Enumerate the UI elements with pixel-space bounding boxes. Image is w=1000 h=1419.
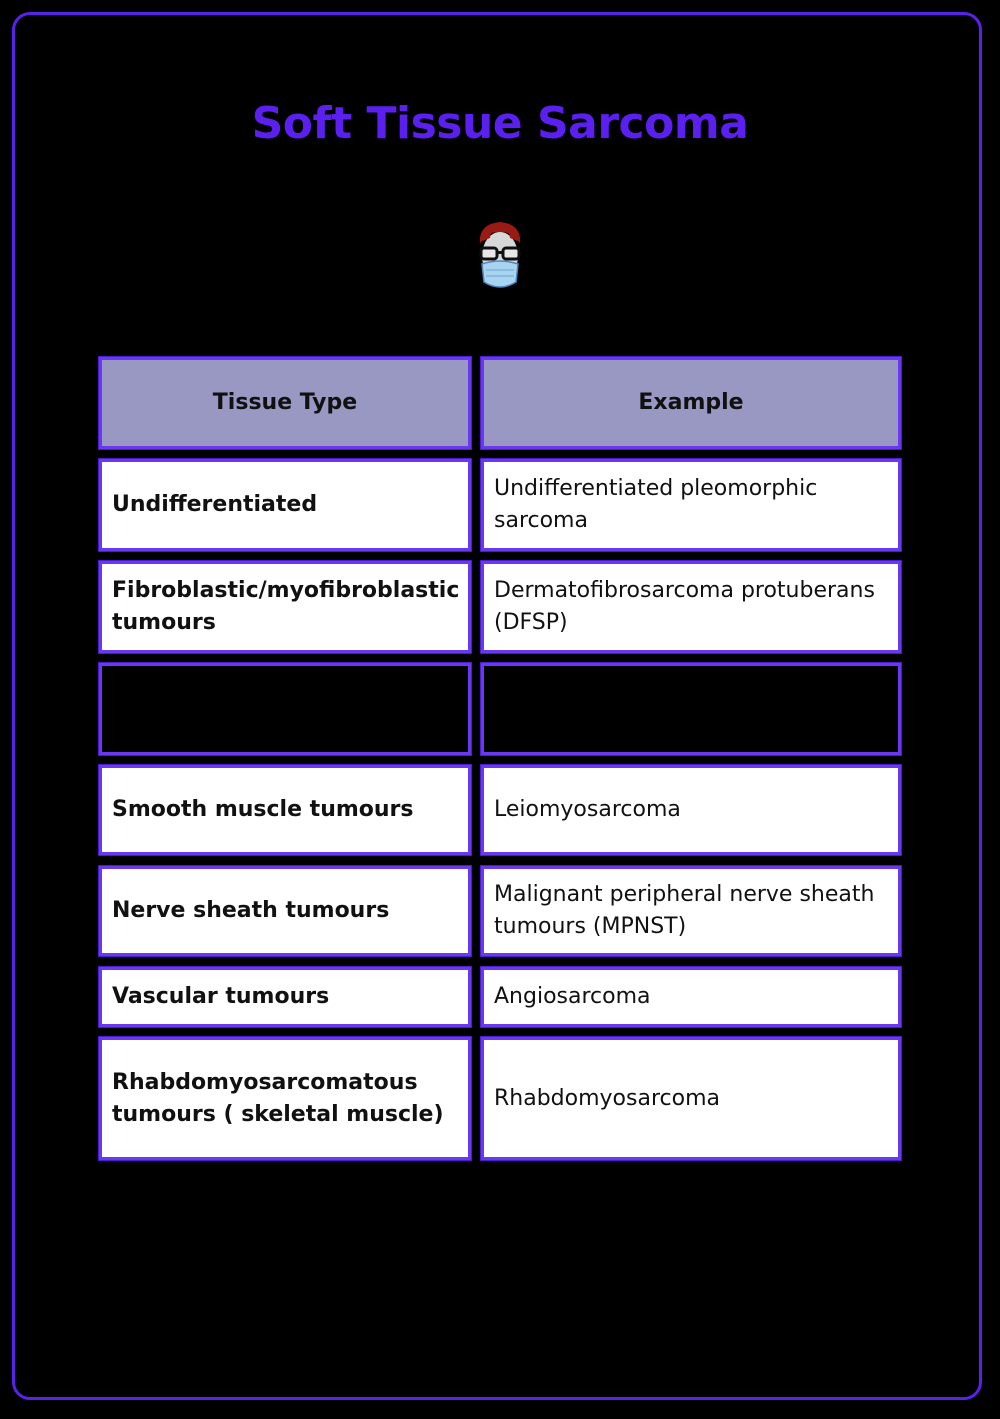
row-6-type: Vascular tumours bbox=[98, 966, 472, 1028]
page-title: Soft Tissue Sarcoma bbox=[251, 98, 749, 149]
row-4-example: Leiomyosarcoma bbox=[480, 764, 902, 856]
row-1-example: Undifferentiated pleomorphic sarcoma bbox=[480, 458, 902, 552]
row-2-example: Dermatofibrosarcoma protuberans (DFSP) bbox=[480, 560, 902, 654]
header-example: Example bbox=[480, 356, 902, 450]
row-4-type: Smooth muscle tumours bbox=[98, 764, 472, 856]
row-7-type: Rhabdomyosarcomatous tumours ( skeletal … bbox=[98, 1036, 472, 1161]
row-3-type bbox=[98, 662, 472, 756]
row-2-type: Fibroblastic/myofibroblastic tumours bbox=[98, 560, 472, 654]
page-frame bbox=[12, 12, 982, 1400]
row-5-type: Nerve sheath tumours bbox=[98, 865, 472, 957]
header-tissue-type: Tissue Type bbox=[98, 356, 472, 450]
row-6-example: Angiosarcoma bbox=[480, 966, 902, 1028]
row-5-example: Malignant peripheral nerve sheath tumour… bbox=[480, 865, 902, 957]
row-3-example bbox=[480, 662, 902, 756]
row-7-example: Rhabdomyosarcoma bbox=[480, 1036, 902, 1161]
doctor-avatar-icon bbox=[472, 218, 528, 294]
row-1-type: Undifferentiated bbox=[98, 458, 472, 552]
